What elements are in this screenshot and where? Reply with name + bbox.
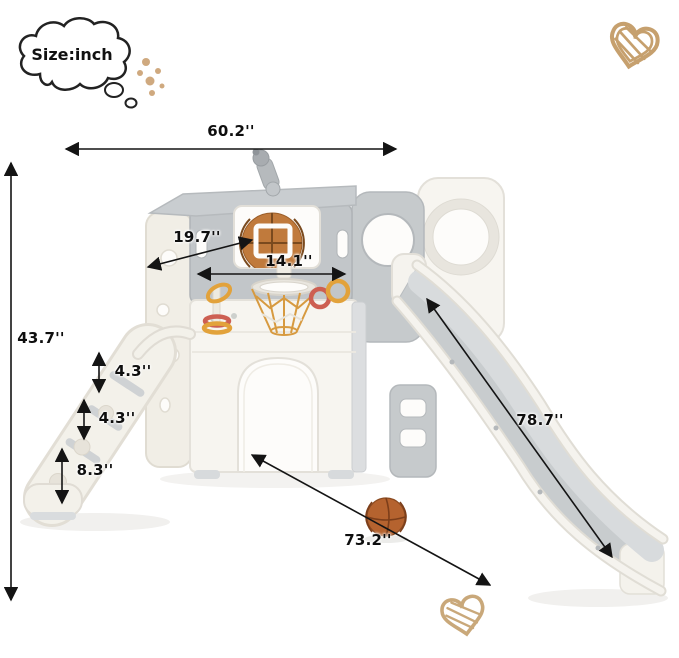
- tower-foot-right: [328, 470, 354, 479]
- dim-label-overall-width: 60.2'': [207, 122, 255, 140]
- tower-foot-left: [194, 470, 220, 479]
- arch-doorway: [237, 356, 319, 473]
- dim-label-step-height-2: 4.3'': [98, 409, 136, 427]
- dim-label-overall-height: 43.7'': [17, 329, 65, 347]
- heart-scribble-icon-bottom: [440, 594, 485, 637]
- ring-toss-set: [201, 278, 351, 335]
- dim-label-slide-length: 78.7'': [516, 411, 564, 429]
- heart-scribble-icon-top: [609, 21, 660, 70]
- dim-label-depth: 19.7'': [173, 228, 221, 246]
- thought-bubble-trail: [104, 82, 138, 109]
- tower: [145, 148, 367, 479]
- thought-cloud-icon: [18, 17, 131, 91]
- dim-label-base-diagonal: 73.2'': [344, 531, 392, 549]
- basketball-backboard: [233, 205, 321, 269]
- confetti-dots-icon: [137, 58, 165, 96]
- dim-line-slide-length: [426, 297, 613, 559]
- slide-support-ladder: [389, 384, 437, 478]
- dim-label-step-height-1: 4.3'': [114, 362, 152, 380]
- dimension-arrows: [3, 141, 613, 602]
- climber-base: [23, 483, 83, 517]
- tower-right-pillar: [351, 301, 367, 473]
- size-unit-label: Size:inch: [31, 45, 112, 64]
- telescope: [252, 148, 281, 197]
- dim-line-depth: [146, 236, 254, 271]
- dim-label-step-height-3: 8.3'': [76, 461, 114, 479]
- thought-cloud-badge: Size:inch: [18, 17, 138, 109]
- dim-line-base-diagonal: [250, 454, 492, 586]
- dim-label-backboard-width: 14.1'': [265, 252, 313, 270]
